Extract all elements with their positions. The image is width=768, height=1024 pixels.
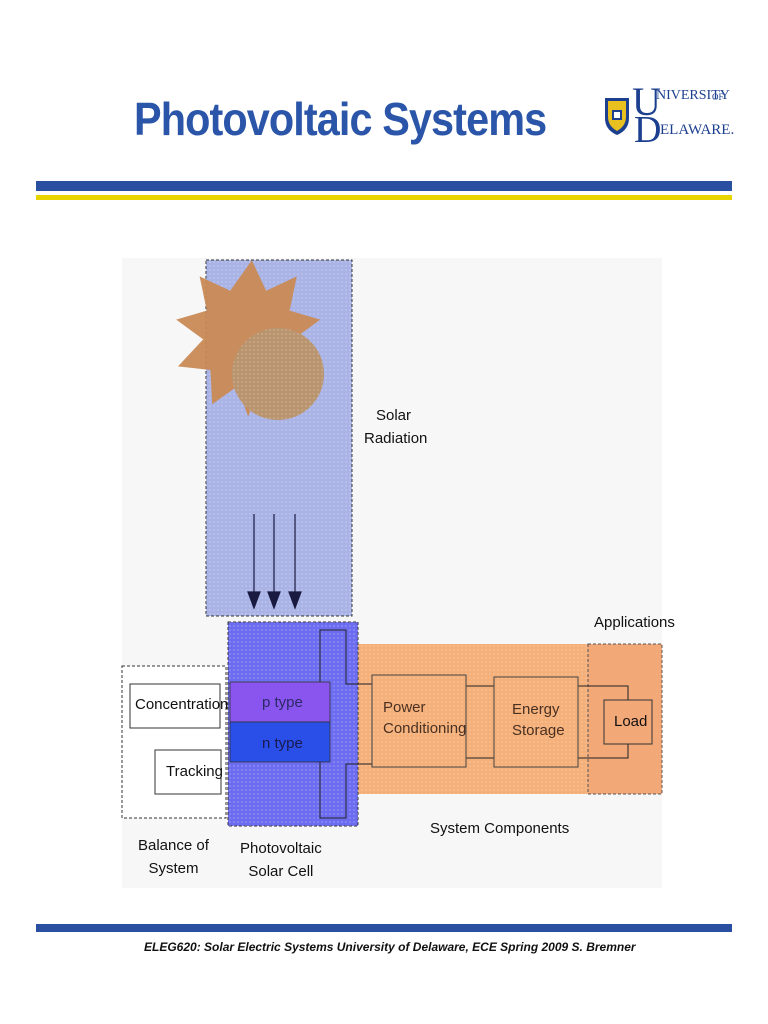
footer-text: ELEG620: Solar Electric Systems Universi… <box>144 940 636 954</box>
system-components-label: System Components <box>430 820 570 837</box>
header-rule-yellow <box>36 195 732 200</box>
tracking-box <box>154 749 222 795</box>
university-logo: U NIVERSITY OF D ELAWARE. <box>604 79 734 151</box>
circuit-wires <box>319 629 629 819</box>
n-type-layer <box>229 721 331 763</box>
logo-letter-d: D <box>634 109 662 151</box>
n-type-label: n type <box>262 735 303 752</box>
energy-storage-box <box>493 676 579 768</box>
sun-icon <box>176 260 324 420</box>
page-title: Photovoltaic Systems <box>134 93 547 145</box>
logo-of: OF <box>712 92 724 102</box>
radiation-arrows <box>247 514 302 610</box>
p-type-label: p type <box>262 694 303 711</box>
logo-delaware: ELAWARE. <box>660 122 735 138</box>
load-label: Load <box>614 713 648 730</box>
power-conditioning-box <box>371 674 467 768</box>
logo-university: NIVERSITY <box>656 88 730 103</box>
photovoltaic-cell-label: Photovoltaic Solar Cell <box>240 840 322 881</box>
tracking-label: Tracking <box>166 763 223 780</box>
concentration-label: Concentration <box>135 696 229 713</box>
concentration-box <box>129 683 221 729</box>
applications-region <box>587 643 663 795</box>
power-conditioning-label: Power Conditioning <box>383 699 467 737</box>
solar-radiation-label: Solar Radiation <box>364 407 428 448</box>
p-type-layer <box>229 681 331 723</box>
applications-label: Applications <box>594 614 675 631</box>
balance-of-system-label: Balance of System <box>138 837 209 878</box>
header-rule-blue <box>36 181 732 191</box>
shield-icon <box>605 98 629 135</box>
logo-letter-u: U <box>632 79 661 124</box>
load-box <box>603 699 653 745</box>
footer-rule <box>36 924 732 932</box>
energy-storage-label: Energy Storage <box>512 701 565 739</box>
